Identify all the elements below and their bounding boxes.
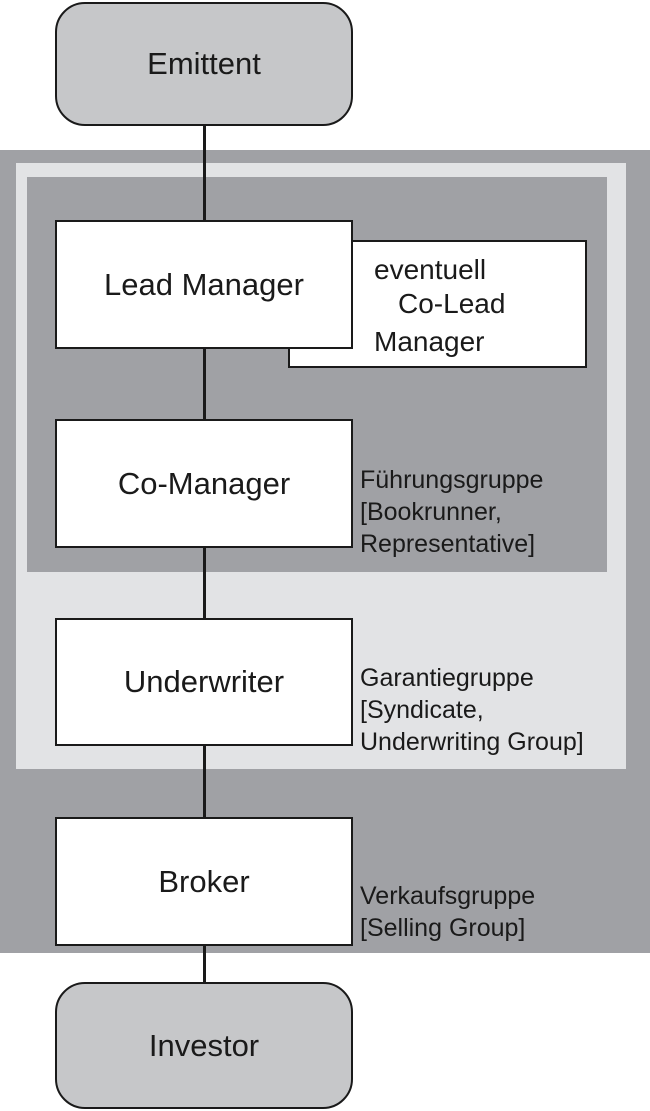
node-lead-manager-label: Lead Manager: [104, 266, 304, 302]
connector-emittent-lead: [203, 124, 206, 221]
node-emittent: Emittent: [55, 2, 353, 126]
connector-broker-investor: [203, 944, 206, 984]
co-lead-line-3: Manager: [374, 326, 485, 357]
node-investor-label: Investor: [148, 1027, 260, 1063]
node-broker: Broker: [55, 817, 353, 946]
co-lead-line-2: Co-Lead: [398, 288, 506, 319]
fuehrungsgruppe-line-1: Führungsgruppe: [360, 466, 544, 494]
co-lead-line-1: eventuell: [374, 254, 487, 285]
connector-lead-comanager: [203, 347, 206, 421]
connector-comanager-underwriter: [203, 546, 206, 620]
group-label-fuehrungsgruppe: Führungsgruppe [Bookrunner, Representati…: [360, 464, 543, 560]
node-investor: Investor: [55, 982, 353, 1109]
node-co-manager: Co-Manager: [55, 419, 353, 548]
group-label-verkaufsgruppe: Verkaufsgruppe [Selling Group]: [360, 880, 535, 944]
connector-underwriter-broker: [203, 744, 206, 819]
node-co-manager-label: Co-Manager: [117, 465, 291, 501]
fuehrungsgruppe-line-2: [Bookrunner,: [360, 498, 502, 526]
garantiegruppe-line-1: Garantiegruppe: [360, 664, 534, 692]
garantiegruppe-line-3: Underwriting Group]: [360, 728, 584, 756]
verkaufsgruppe-line-2: [Selling Group]: [360, 914, 526, 942]
node-emittent-label: Emittent: [147, 46, 261, 81]
group-label-garantiegruppe: Garantiegruppe [Syndicate, Underwriting …: [360, 662, 584, 758]
node-broker-label: Broker: [158, 863, 250, 899]
garantiegruppe-line-2: [Syndicate,: [360, 696, 484, 724]
node-underwriter-label: Underwriter: [123, 664, 285, 699]
fuehrungsgruppe-line-3: Representative]: [360, 530, 536, 558]
verkaufsgruppe-line-1: Verkaufsgruppe: [360, 882, 536, 910]
node-lead-manager: Lead Manager: [55, 220, 353, 349]
node-underwriter: Underwriter: [55, 618, 353, 746]
